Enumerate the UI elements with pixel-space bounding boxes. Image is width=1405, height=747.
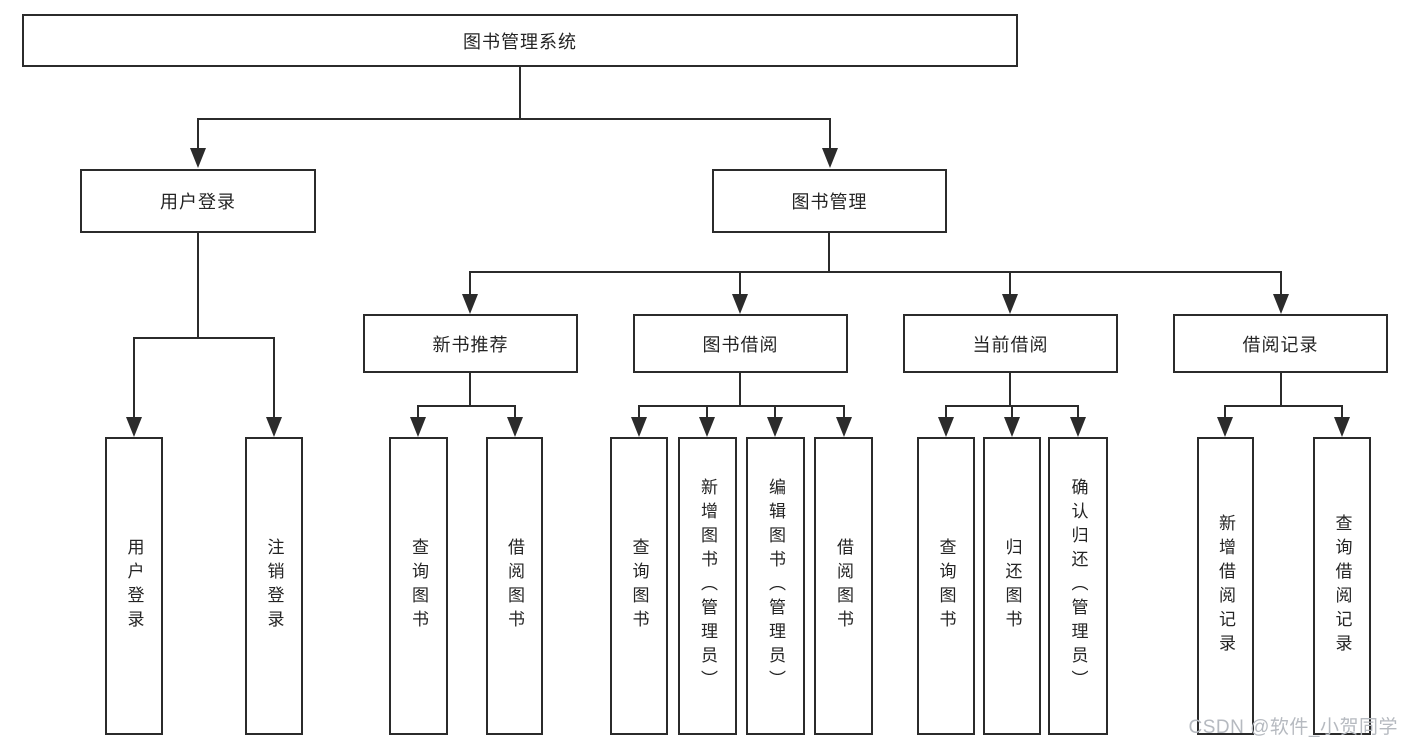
connector-drop <box>843 405 845 419</box>
leaf-user-login: 用户登录 <box>105 437 163 735</box>
node-root: 图书管理系统 <box>22 14 1018 67</box>
connector-drop <box>1011 405 1013 419</box>
node-book-borrow-label: 图书借阅 <box>702 334 779 355</box>
node-book-mgmt: 图书管理 <box>712 169 947 233</box>
leaf-bb-borrow-books: 借阅图书 <box>814 437 873 735</box>
connector-level2-bus <box>469 271 1282 273</box>
connector-bus <box>638 405 845 407</box>
node-current-borrow: 当前借阅 <box>903 314 1118 373</box>
connector-level1-bus <box>197 118 831 120</box>
arrow-down-icon <box>462 294 478 314</box>
leaf-br-add-record: 新增借阅记录 <box>1197 437 1254 735</box>
node-new-book-rec: 新书推荐 <box>363 314 578 373</box>
node-book-borrow: 图书借阅 <box>633 314 848 373</box>
connector-drop <box>774 405 776 419</box>
leaf-rec-borrow-books: 借阅图书 <box>486 437 543 735</box>
leaf-logout: 注销登录 <box>245 437 303 735</box>
connector-drop <box>706 405 708 419</box>
leaf-cb-return-books: 归还图书 <box>983 437 1041 735</box>
connector-drop <box>417 405 419 419</box>
arrow-down-icon <box>1217 417 1233 437</box>
arrow-down-icon <box>410 417 426 437</box>
connector-drop <box>1009 271 1011 295</box>
connector-drop <box>273 337 275 419</box>
connector-drop <box>739 271 741 295</box>
arrow-down-icon <box>938 417 954 437</box>
leaf-br-query-record: 查询借阅记录 <box>1313 437 1371 735</box>
connector-stem <box>469 373 471 405</box>
arrow-down-icon <box>190 148 206 168</box>
connector-stem <box>739 373 741 405</box>
connector-drop <box>1224 405 1226 419</box>
connector-stem <box>1009 373 1011 405</box>
connector-drop <box>1280 271 1282 295</box>
arrow-down-icon <box>126 417 142 437</box>
arrow-down-icon <box>699 417 715 437</box>
leaf-br-query-record-label: 查询借阅记录 <box>1332 514 1352 658</box>
connector-bus <box>417 405 516 407</box>
leaf-cb-confirm-return-admin-label: 确认归还（管理员） <box>1068 478 1088 694</box>
leaf-br-add-record-label: 新增借阅记录 <box>1216 514 1235 658</box>
leaf-bb-add-books-admin: 新增图书（管理员） <box>678 437 737 735</box>
leaf-logout-label: 注销登录 <box>264 538 284 634</box>
csdn-watermark: CSDN @软件_小贺同学 <box>1188 717 1398 738</box>
leaf-bb-edit-books-admin: 编辑图书（管理员） <box>746 437 805 735</box>
node-user-login: 用户登录 <box>80 169 316 233</box>
leaf-bb-query-books: 查询图书 <box>610 437 668 735</box>
connector-book-mgmt-drop <box>829 118 831 150</box>
connector-drop <box>1341 405 1343 419</box>
node-new-book-rec-label: 新书推荐 <box>432 334 509 355</box>
node-borrow-records: 借阅记录 <box>1173 314 1388 373</box>
arrow-down-icon <box>1334 417 1350 437</box>
arrow-down-icon <box>1273 294 1289 314</box>
leaf-rec-query-books: 查询图书 <box>389 437 448 735</box>
node-current-borrow-label: 当前借阅 <box>972 334 1049 355</box>
leaf-bb-add-books-admin-label: 新增图书（管理员） <box>698 478 717 694</box>
connector-drop <box>945 405 947 419</box>
connector-drop <box>638 405 640 419</box>
node-borrow-records-label: 借阅记录 <box>1242 334 1319 355</box>
node-book-mgmt-label: 图书管理 <box>791 192 868 212</box>
connector-drop <box>469 271 471 295</box>
arrow-down-icon <box>822 148 838 168</box>
arrow-down-icon <box>1002 294 1018 314</box>
leaf-cb-query-books: 查询图书 <box>917 437 975 735</box>
leaf-rec-borrow-books-label: 借阅图书 <box>505 538 524 634</box>
connector-drop <box>1077 405 1079 419</box>
connector-user-login-stem <box>197 233 199 337</box>
arrow-down-icon <box>507 417 523 437</box>
connector-book-mgmt-stem <box>828 233 830 271</box>
arrow-down-icon <box>266 417 282 437</box>
connector-drop <box>133 337 135 419</box>
arrow-down-icon <box>836 417 852 437</box>
leaf-cb-confirm-return-admin: 确认归还（管理员） <box>1048 437 1108 735</box>
leaf-cb-return-books-label: 归还图书 <box>1002 538 1022 634</box>
leaf-bb-query-books-label: 查询图书 <box>629 538 649 634</box>
arrow-down-icon <box>767 417 783 437</box>
leaf-bb-borrow-books-label: 借阅图书 <box>834 538 853 634</box>
node-user-login-label: 用户登录 <box>160 192 236 212</box>
connector-bus <box>1224 405 1343 407</box>
arrow-down-icon <box>1070 417 1086 437</box>
leaf-user-login-label: 用户登录 <box>124 538 144 634</box>
arrow-down-icon <box>1004 417 1020 437</box>
arrow-down-icon <box>732 294 748 314</box>
leaf-cb-query-books-label: 查询图书 <box>936 538 956 634</box>
connector-root-stem <box>519 67 521 118</box>
connector-user-login-bus <box>133 337 275 339</box>
leaf-rec-query-books-label: 查询图书 <box>409 538 428 634</box>
connector-user-login-drop <box>197 118 199 150</box>
connector-stem <box>1280 373 1282 405</box>
node-root-label: 图书管理系统 <box>463 31 577 52</box>
leaf-bb-edit-books-admin-label: 编辑图书（管理员） <box>766 478 785 694</box>
arrow-down-icon <box>631 417 647 437</box>
connector-drop <box>514 405 516 419</box>
